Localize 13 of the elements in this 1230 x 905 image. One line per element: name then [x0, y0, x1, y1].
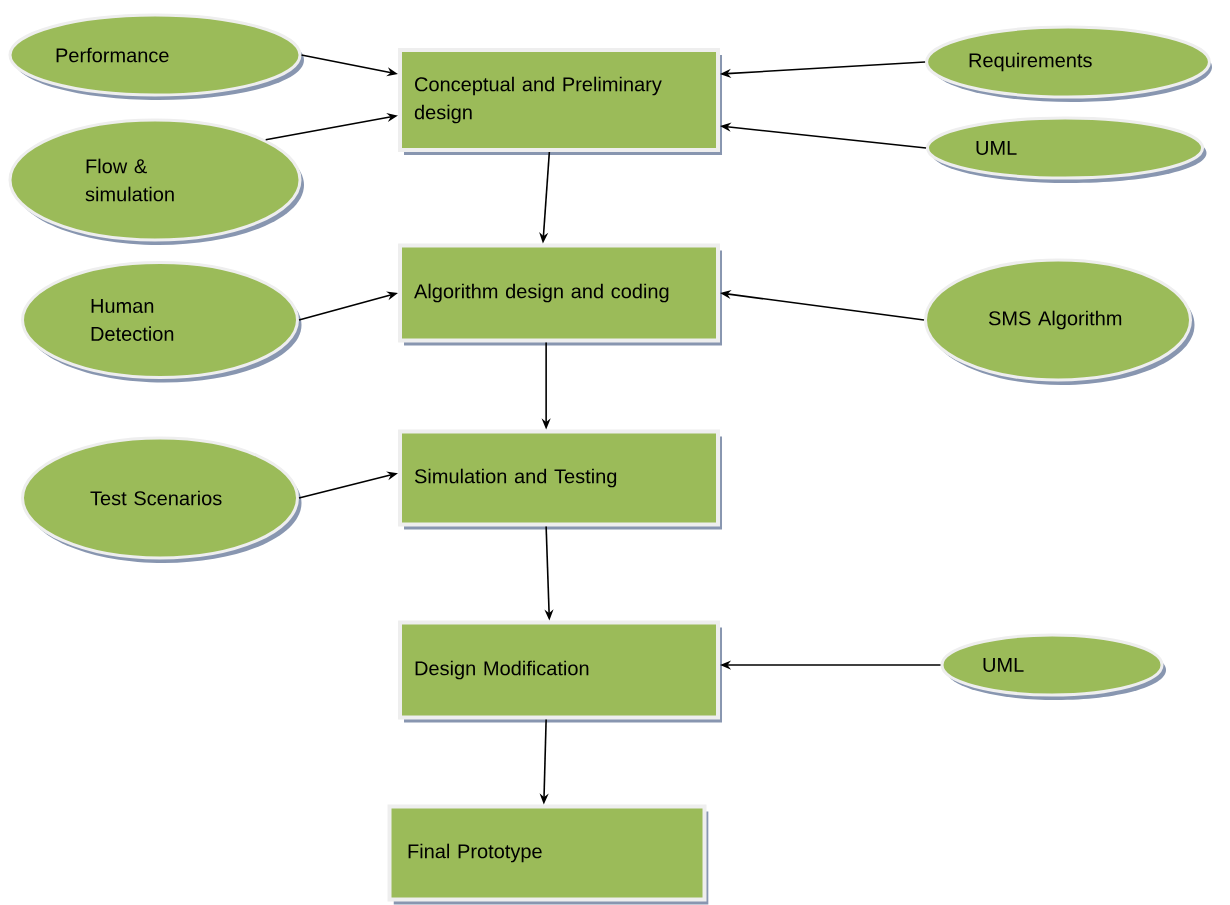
process-box: Simulation and Testing [398, 429, 722, 530]
ellipse-node: Performance [8, 13, 304, 100]
process-box: Algorithm design and coding [398, 243, 722, 346]
ellipse-node: UML [926, 116, 1207, 183]
ellipse-node: Requirements [925, 25, 1212, 102]
process-box: Conceptual and Preliminary design [398, 48, 722, 155]
ellipse-node: Human Detection [21, 261, 302, 383]
ellipse-node: UML [940, 633, 1166, 700]
ellipse-node: Test Scenarios [21, 436, 302, 563]
process-box: Final Prototype [387, 804, 709, 905]
process-box: Design Modification [398, 620, 722, 723]
ellipse-node: SMS Algorithm [924, 258, 1195, 385]
ellipse-node: Flow & simulation [8, 118, 304, 245]
